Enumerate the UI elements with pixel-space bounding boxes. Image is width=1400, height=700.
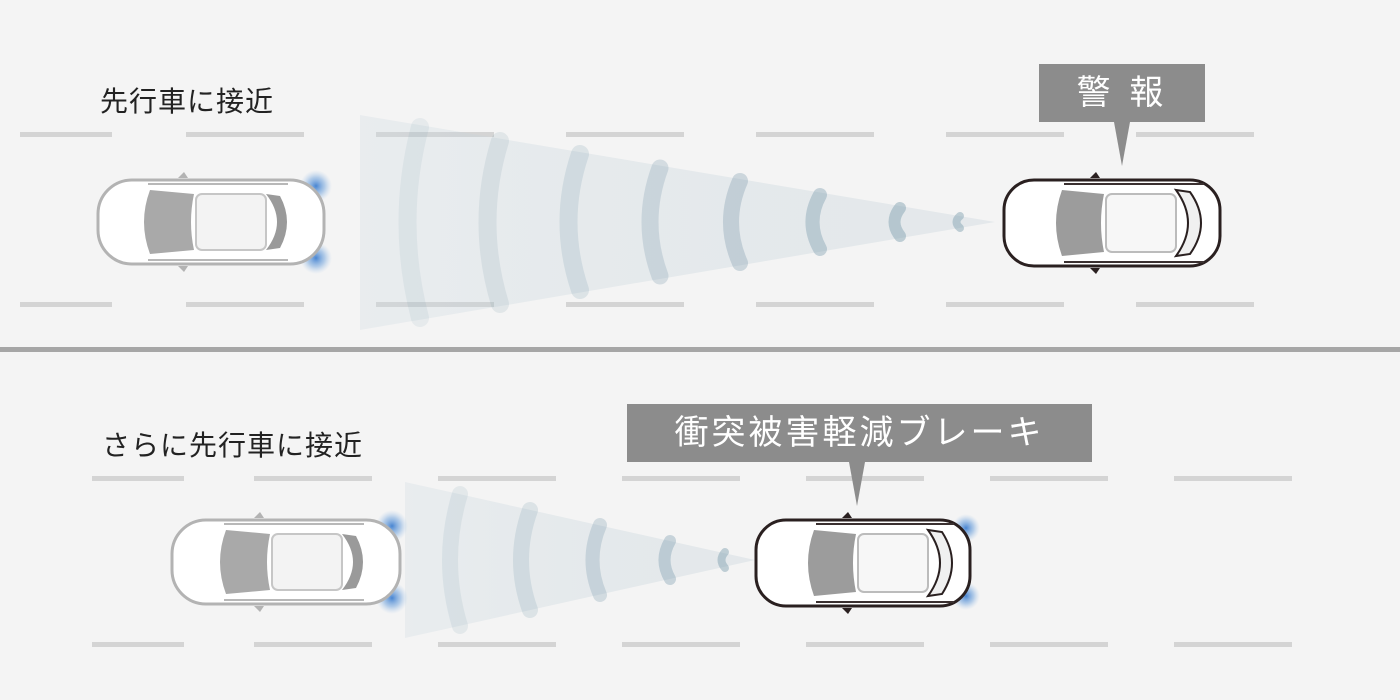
warning-callout: 警 報 (1039, 64, 1205, 166)
lead-car-top (1002, 172, 1222, 274)
callout-pointer (1114, 122, 1130, 166)
callout-pointer (849, 462, 865, 506)
sensor-wave-cone-top (360, 115, 995, 330)
scene-closer-approach: さらに先行車に接近 衝突被害軽減ブレーキ (0, 352, 1400, 700)
own-car-top (96, 170, 332, 274)
brake-label: 衝突被害軽減ブレーキ (674, 413, 1045, 453)
warning-label: 警 報 (1076, 73, 1168, 113)
lead-car-bottom (754, 512, 980, 614)
scene-divider (0, 347, 1400, 352)
scene-label-approach: 先行車に接近 (100, 85, 275, 118)
sensor-wave-cone-bottom (405, 482, 755, 638)
road-scene-bottom (92, 476, 1292, 647)
brake-callout: 衝突被害軽減ブレーキ (627, 404, 1092, 506)
lane-markings-bottom (92, 476, 1292, 647)
own-car-bottom (170, 510, 408, 614)
scene-label-closer-approach: さらに先行車に接近 (102, 429, 364, 462)
scene-approach: 先行車に接近 警 報 (0, 0, 1400, 348)
road-scene-top (20, 115, 1254, 330)
